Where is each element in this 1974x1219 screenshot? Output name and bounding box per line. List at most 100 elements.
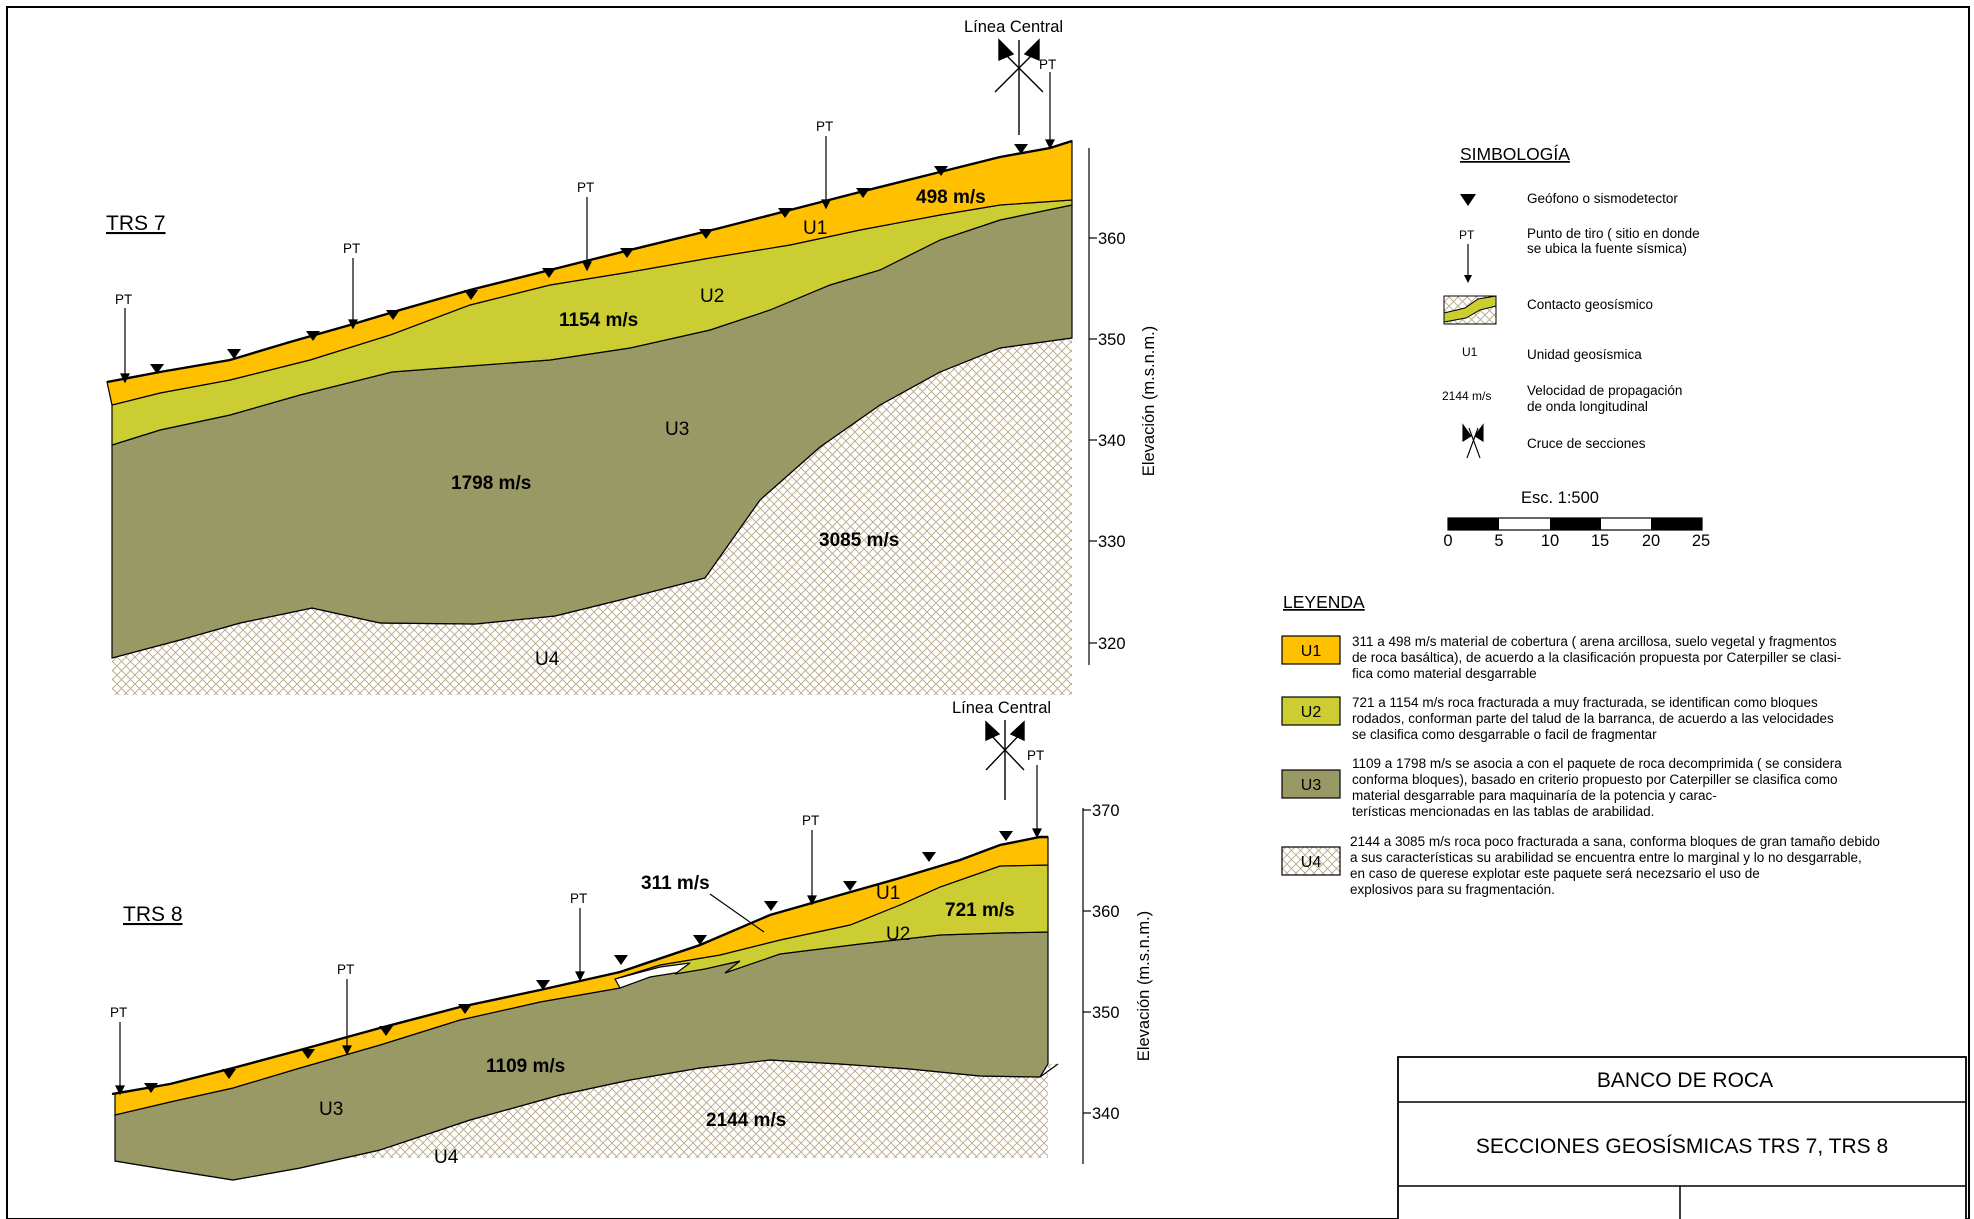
simbologia-text: Punto de tiro ( sitio en donde — [1527, 226, 1700, 241]
velocity-label-u2: 721 m/s — [945, 900, 1015, 921]
scale-tick-labels: 0 5 10 15 20 25 — [1443, 532, 1710, 550]
elevation-axis — [1088, 148, 1097, 665]
scale-tick: 5 — [1494, 532, 1503, 550]
velocity-label-u1: 498 m/s — [916, 187, 986, 208]
simbologia-text: de onda longitudinal — [1527, 399, 1648, 414]
velocity-label-icon: 2144 m/s — [1442, 389, 1491, 403]
section-cross-icon — [985, 720, 1025, 800]
legend-text: fica como material desgarrable — [1352, 666, 1537, 681]
geophone-icon — [999, 831, 1013, 841]
legend-text: en caso de querese explotar este paquete… — [1350, 866, 1760, 881]
section-trs7: TRS 7 — [106, 18, 1158, 695]
geophone-icon — [379, 1026, 393, 1036]
elevation-tick: 360 — [1092, 903, 1120, 921]
geophone-icon — [934, 166, 948, 176]
velocity-label-u3: 1109 m/s — [486, 1056, 565, 1077]
legend-text: 721 a 1154 m/s roca fracturada a muy fra… — [1352, 695, 1818, 710]
elevation-tick: 330 — [1098, 533, 1126, 551]
shot-point-label: PT — [115, 292, 132, 307]
linea-central-label: Línea Central — [964, 18, 1063, 36]
shot-point-label: PT — [577, 180, 594, 195]
geophone-icon — [1460, 194, 1476, 206]
elevation-tick: 360 — [1098, 230, 1126, 248]
velocity-label-u2: 1154 m/s — [559, 310, 638, 331]
geophone-icon — [922, 852, 936, 862]
simbologia-text: se ubica la fuente sísmica) — [1527, 241, 1687, 256]
velocity-leader-line — [709, 893, 765, 933]
geophone-icon — [386, 310, 400, 320]
geophone-icon — [150, 364, 164, 374]
section-cross-icon — [1462, 423, 1484, 459]
simbologia-text: Velocidad de propagación — [1527, 383, 1682, 398]
geophone-icon — [699, 229, 713, 239]
simbologia-text: Unidad geosísmica — [1527, 347, 1642, 362]
ground-surface — [106, 139, 1073, 384]
velocity-label-u4: 2144 m/s — [706, 1110, 786, 1131]
unit-u4-area — [115, 1060, 1058, 1180]
simbologia-title: SIMBOLOGÍA — [1460, 144, 1570, 164]
unit-label-u4: U4 — [535, 649, 560, 670]
elevation-tick: 350 — [1092, 1004, 1120, 1022]
elevation-tick-labels: 370 360 350 340 — [1092, 802, 1120, 1123]
unit-label-u4: U4 — [434, 1147, 459, 1168]
geophone-icon — [778, 208, 792, 218]
geophone-icon — [301, 1049, 315, 1059]
legend-swatch-label: U4 — [1301, 854, 1322, 871]
legend-text: de roca basáltica), de acuerdo a la clas… — [1352, 650, 1841, 665]
sheet-frame — [6, 6, 1970, 1219]
scale-tick: 25 — [1692, 532, 1710, 550]
unit-label-u1: U1 — [876, 883, 900, 904]
legend-swatch-u4 — [1281, 846, 1341, 876]
shot-point-label: PT — [802, 813, 819, 828]
geophone-icon — [536, 980, 550, 990]
shot-point-icon — [1464, 244, 1472, 283]
legend-swatch-u1 — [1281, 635, 1341, 665]
velocity-label-u1: 311 m/s — [641, 873, 710, 894]
elevation-tick: 340 — [1092, 1105, 1120, 1123]
legend-swatch-label: U1 — [1301, 643, 1322, 660]
geophone-icon — [764, 901, 778, 911]
legend-text: a sus características su arabilidad se e… — [1350, 850, 1862, 865]
linea-central-label: Línea Central — [952, 699, 1051, 717]
scale-tick: 10 — [1541, 532, 1559, 550]
unit-label-u2: U2 — [700, 286, 724, 307]
geophone-icon — [227, 349, 241, 359]
legend-text: terísticas mencionadas en las tablas de … — [1352, 804, 1654, 819]
shot-point-label: PT — [1027, 748, 1044, 763]
elevation-tick: 340 — [1098, 432, 1126, 450]
section-title: TRS 7 — [106, 212, 166, 235]
legend-text: se clasifica como desgarrable o facil de… — [1352, 727, 1657, 742]
legend-swatch-u3 — [1281, 769, 1341, 799]
shot-point-label: PT — [816, 119, 833, 134]
section-cross-icon — [994, 38, 1044, 135]
velocity-label-u3: 1798 m/s — [451, 473, 531, 494]
geophone-icon — [306, 331, 320, 341]
elevation-axis-title: Elevación (m.s.n.m.) — [1140, 326, 1158, 476]
elevation-tick: 320 — [1098, 635, 1126, 653]
legend-text: conforma bloques), basado en criterio pr… — [1352, 772, 1838, 787]
unit-label-u3: U3 — [665, 419, 689, 440]
legend-text: 311 a 498 m/s material de cobertura ( ar… — [1352, 634, 1837, 649]
section-trs8: TRS 8 — [110, 699, 1153, 1181]
shot-point-label: PT — [343, 241, 360, 256]
project-name: BANCO DE ROCA — [1597, 1069, 1773, 1092]
legend-text: 2144 a 3085 m/s roca poco fracturada a s… — [1350, 834, 1880, 849]
elevation-tick: 350 — [1098, 331, 1126, 349]
geophone-icon — [464, 290, 478, 300]
shot-point-icon-label: PT — [1459, 228, 1475, 242]
drawing-title: SECCIONES GEOSÍSMICAS TRS 7, TRS 8 — [1476, 1135, 1888, 1158]
unit-label-u1: U1 — [803, 218, 827, 239]
contact-icon — [1443, 295, 1497, 325]
legend-swatch-label: U2 — [1301, 704, 1322, 721]
geophone-icon — [144, 1083, 158, 1093]
legend-text: explosivos para su fragmentación. — [1350, 882, 1555, 897]
geophone-icon — [542, 268, 556, 278]
ground-surface — [111, 835, 1048, 1096]
section-title: TRS 8 — [123, 903, 183, 926]
shot-point-label: PT — [570, 891, 587, 906]
shot-point-label: PT — [110, 1005, 127, 1020]
scale-tick: 0 — [1443, 532, 1452, 550]
scale-label: Esc. 1:500 — [1521, 489, 1599, 507]
shot-points — [115, 765, 1042, 1096]
geophone-icon — [458, 1004, 472, 1014]
